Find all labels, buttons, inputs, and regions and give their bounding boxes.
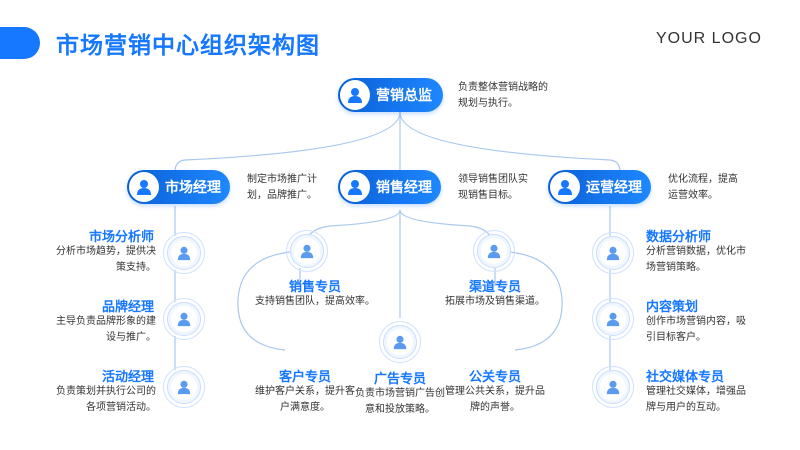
event-manager-node (163, 366, 205, 408)
channel-specialist-title: 渠道专员 (468, 280, 521, 295)
customer-specialist-title: 客户专员 (278, 370, 331, 385)
content-planner-node (592, 298, 634, 340)
sales-manager-desc: 领导销售团队实现销售目标。 (458, 174, 528, 201)
person-icon (340, 172, 370, 202)
left-role-title-1: 市场分析师 (88, 230, 154, 245)
sales-specialist-desc: 支持销售团队，提高效率。 (255, 296, 375, 307)
sales-specialist-node (286, 230, 328, 272)
person-icon (550, 172, 580, 202)
company-logo: YOUR LOGO (656, 30, 762, 47)
left-role-title-3: 活动经理 (101, 370, 154, 385)
person-icon (606, 246, 620, 261)
director-dots (392, 108, 410, 112)
brand-manager-node (163, 298, 205, 340)
channel-specialist-desc: 拓展市场及销售渠道。 (445, 296, 545, 307)
right-role-desc-3: 管理社交媒体，增强品牌与用户的互动。 (646, 386, 746, 413)
right-role-title-3: 社交媒体专员 (646, 370, 725, 385)
pr-specialist-desc: 管理公共关系，提升品牌的声誉。 (445, 386, 545, 413)
pr-specialist-title: 公关专员 (468, 370, 521, 385)
customer-specialist-desc: 维护客户关系，提升客户满意度。 (255, 386, 355, 413)
person-icon (177, 380, 191, 395)
marketing-manager-desc: 制定市场推广计划，品牌推广。 (247, 174, 317, 201)
ad-specialist-desc: 负责市场营销广告创意和投放策略。 (355, 388, 445, 415)
social-media-node (592, 366, 634, 408)
right-role-desc-1: 分析营销数据，优化市场营销策略。 (646, 246, 746, 273)
right-role-title-2: 内容策划 (646, 300, 699, 315)
left-role-desc-3: 负责策划并执行公司的各项营销活动。 (56, 386, 156, 413)
person-icon (300, 244, 314, 259)
director-node: 营销总监 (338, 78, 443, 112)
director-label: 营销总监 (376, 88, 432, 104)
title-accent-bar (0, 27, 40, 59)
person-icon (606, 380, 620, 395)
sales-specialist-title: 销售专员 (288, 280, 341, 295)
person-icon (393, 335, 407, 350)
right-role-title-1: 数据分析师 (646, 230, 712, 245)
ad-specialist-title: 广告专员 (373, 372, 426, 387)
marketing-manager-node: 市场经理 (127, 170, 230, 204)
channel-specialist-node (473, 230, 515, 272)
person-icon (177, 246, 191, 261)
sales-manager-node: 销售经理 (338, 170, 441, 204)
operations-manager-desc: 优化流程，提高运营效率。 (668, 174, 738, 201)
sales-manager-dots (392, 200, 410, 204)
operations-manager-node: 运营经理 (548, 170, 651, 204)
left-role-desc-1: 分析市场趋势，提供决策支持。 (56, 246, 156, 273)
market-analyst-node (163, 232, 205, 274)
director-desc: 负责整体营销战略的规划与执行。 (458, 82, 548, 109)
page-title: 市场营销中心组织架构图 (56, 33, 320, 59)
ad-specialist-node (379, 321, 421, 363)
data-analyst-node (592, 232, 634, 274)
sales-manager-label: 销售经理 (376, 180, 432, 196)
person-icon (177, 312, 191, 327)
person-icon (129, 172, 159, 202)
operations-manager-label: 运营经理 (586, 180, 642, 196)
person-icon (340, 80, 370, 110)
left-role-desc-2: 主导负责品牌形象的建设与推广。 (56, 316, 156, 343)
right-role-desc-2: 创作市场营销内容，吸引目标客户。 (646, 316, 746, 343)
left-role-title-2: 品牌经理 (101, 300, 154, 315)
person-icon (606, 312, 620, 327)
marketing-manager-label: 市场经理 (165, 180, 221, 196)
person-icon (487, 244, 501, 259)
